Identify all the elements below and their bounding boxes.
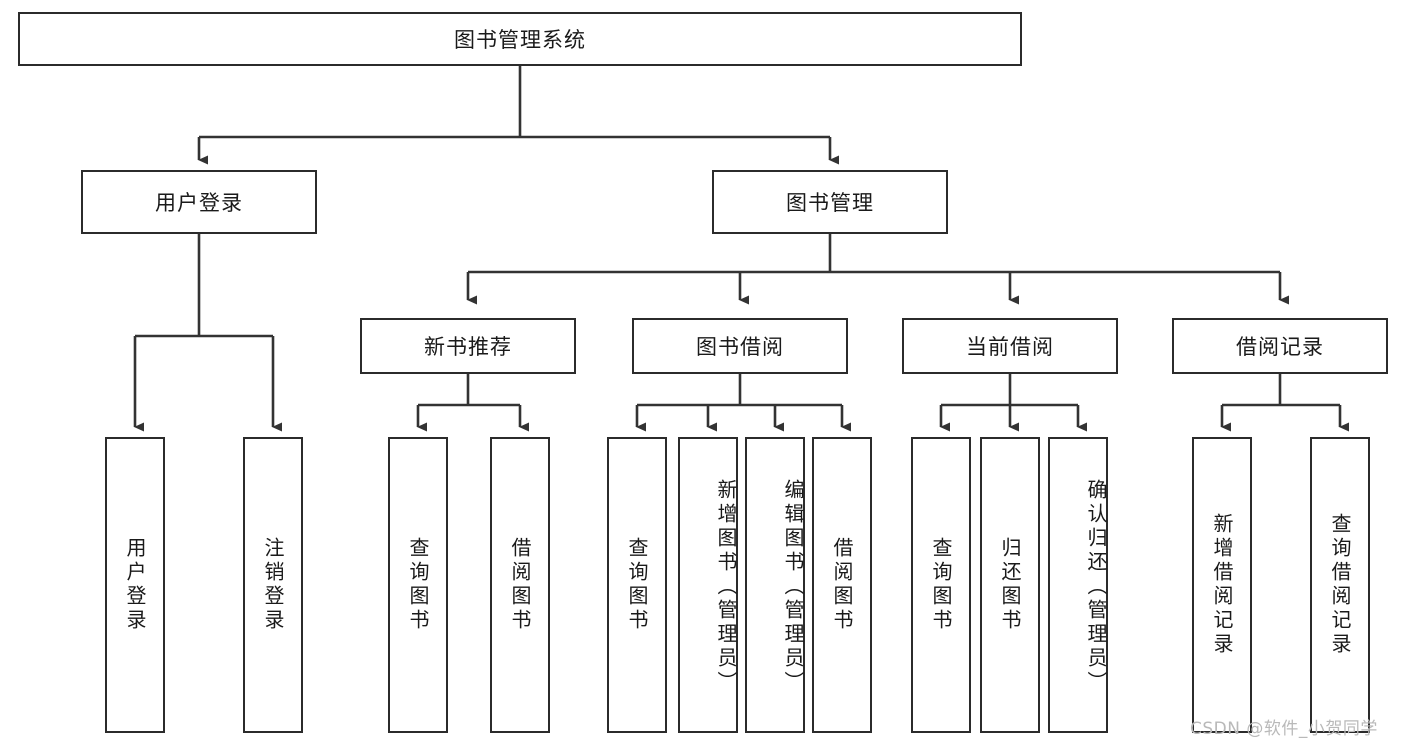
leaf-borrow-book[interactable]: 借阅图书 xyxy=(812,437,872,733)
leaf-borrow-book-recommend[interactable]: 借阅图书 xyxy=(490,437,550,733)
leaf-return-book[interactable]: 归还图书 xyxy=(980,437,1040,733)
node-label: 新书推荐 xyxy=(424,335,512,359)
node-label: 注销登录 xyxy=(261,537,285,633)
leaf-user-login[interactable]: 用户登录 xyxy=(105,437,165,733)
node-label: 用户登录 xyxy=(155,191,243,215)
node-label: 新增图书（管理员） xyxy=(714,479,738,695)
node-label: 借阅图书 xyxy=(830,537,854,633)
node-label: 新增借阅记录 xyxy=(1210,513,1234,657)
leaf-query-borrow-record[interactable]: 查询借阅记录 xyxy=(1310,437,1370,733)
node-label: 确认归还（管理员） xyxy=(1084,479,1108,695)
node-label: 用户登录 xyxy=(123,537,147,633)
leaf-logout[interactable]: 注销登录 xyxy=(243,437,303,733)
node-user-login[interactable]: 用户登录 xyxy=(81,170,317,234)
node-label: 借阅记录 xyxy=(1236,335,1324,359)
node-label: 图书借阅 xyxy=(696,335,784,359)
node-current-borrow[interactable]: 当前借阅 xyxy=(902,318,1118,374)
node-label: 图书管理系统 xyxy=(454,28,586,52)
leaf-add-borrow-record[interactable]: 新增借阅记录 xyxy=(1192,437,1252,733)
node-label: 查询图书 xyxy=(406,537,430,633)
node-borrow-record[interactable]: 借阅记录 xyxy=(1172,318,1388,374)
node-label: 图书管理 xyxy=(786,191,874,215)
node-label: 查询借阅记录 xyxy=(1328,513,1352,657)
node-root-system[interactable]: 图书管理系统 xyxy=(18,12,1022,66)
node-book-management[interactable]: 图书管理 xyxy=(712,170,948,234)
leaf-edit-book-admin[interactable]: 编辑图书（管理员） xyxy=(745,437,805,733)
leaf-confirm-return-admin[interactable]: 确认归还（管理员） xyxy=(1048,437,1108,733)
node-label: 归还图书 xyxy=(998,537,1022,633)
node-new-book-recommend[interactable]: 新书推荐 xyxy=(360,318,576,374)
node-label: 查询图书 xyxy=(625,537,649,633)
leaf-query-book-recommend[interactable]: 查询图书 xyxy=(388,437,448,733)
node-label: 当前借阅 xyxy=(966,335,1054,359)
leaf-query-book-current[interactable]: 查询图书 xyxy=(911,437,971,733)
watermark-text: CSDN @软件_小贺同学 xyxy=(1190,719,1378,739)
leaf-query-book-borrow[interactable]: 查询图书 xyxy=(607,437,667,733)
node-label: 借阅图书 xyxy=(508,537,532,633)
leaf-add-book-admin[interactable]: 新增图书（管理员） xyxy=(678,437,738,733)
node-label: 编辑图书（管理员） xyxy=(781,479,805,695)
node-book-borrow[interactable]: 图书借阅 xyxy=(632,318,848,374)
node-label: 查询图书 xyxy=(929,537,953,633)
